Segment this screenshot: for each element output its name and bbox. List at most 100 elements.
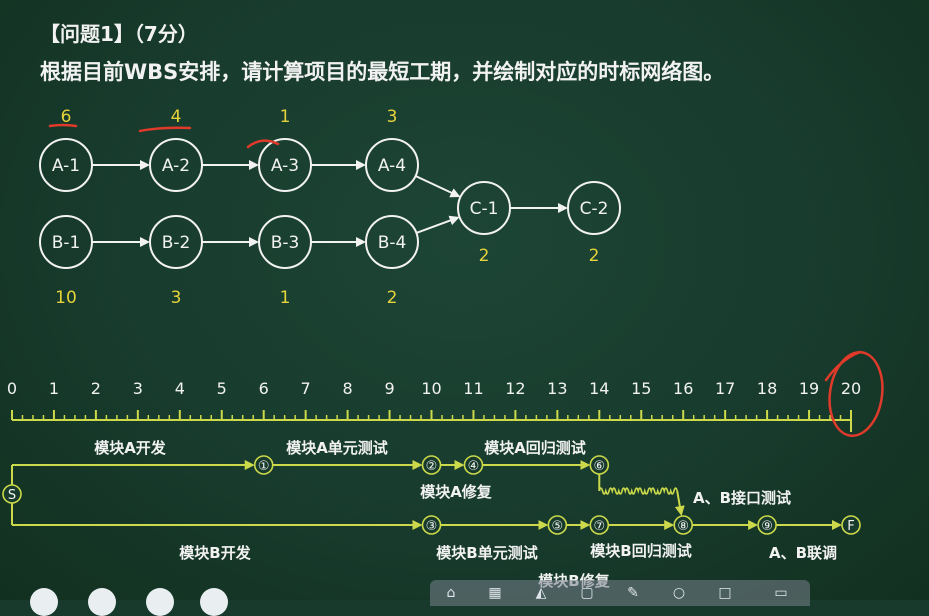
square-icon[interactable]: ▢ [580, 585, 594, 601]
node-duration: 3 [387, 107, 398, 127]
activity-label: 模块A修复 [420, 483, 493, 501]
activity-ab-interface-arrow [674, 490, 685, 516]
square-icon-2[interactable]: □ [718, 585, 732, 601]
page-icon[interactable]: ▭ [774, 585, 788, 601]
activity-label: 模块A回归测试 [484, 439, 586, 457]
network-edges [92, 160, 568, 247]
timeline-node-circle [757, 515, 777, 535]
question-subtitle: 根据目前WBS安排，请计算项目的最短工期，并绘制对应的时标网络图。 [40, 60, 725, 84]
underline-4 [138, 126, 192, 133]
timeline-node-label: F [847, 519, 854, 534]
node-duration: 3 [171, 288, 182, 308]
timeline-node-circle [841, 515, 861, 535]
node-b-4: B-4 2 [365, 215, 419, 308]
timeline-node-label: ⑥ [593, 459, 605, 474]
timeline-node: ⑧ [673, 515, 694, 535]
clear-tool-icon[interactable] [146, 588, 174, 616]
eraser-tool-icon[interactable] [88, 588, 116, 616]
scale-label: 4 [175, 379, 185, 398]
node-label: C-1 [470, 199, 499, 219]
timeline-node: ⑨ [757, 515, 777, 535]
shape-icon[interactable]: ◭ [535, 585, 547, 601]
timeline-node: ④ [463, 455, 484, 475]
node-duration: 2 [589, 246, 600, 266]
underline-1 [246, 139, 280, 149]
scale-label: 14 [589, 379, 609, 398]
underline-6 [48, 123, 78, 128]
node-duration: 6 [61, 107, 72, 127]
node-a-2: A-2 4 [149, 107, 203, 192]
activity-label: 模块B单元测试 [436, 544, 537, 562]
timeline-node-label: ⑨ [761, 519, 773, 534]
timeline-node: F [841, 515, 861, 535]
scale-label: 9 [384, 379, 394, 398]
timeline-node: S [2, 484, 22, 504]
node-duration: 2 [387, 288, 398, 308]
circle-icon[interactable]: ○ [672, 585, 686, 601]
timeline-node-label: ④ [468, 459, 480, 474]
pen-icon[interactable]: ✎ [627, 585, 639, 601]
node-label: A-2 [162, 156, 190, 176]
scale-label: 15 [631, 379, 651, 398]
scale-label: 3 [133, 379, 143, 398]
scale-label: 5 [217, 379, 227, 398]
node-b-3: B-3 1 [258, 215, 312, 308]
scale-label: 16 [673, 379, 693, 398]
timeline-node-label: ⑦ [593, 519, 605, 534]
timeline-node-circle [253, 455, 274, 475]
circle-20-mark [828, 351, 884, 437]
presentation-toolbar[interactable]: ⌂ ▦ ◭ ▢ ✎ ○ □ ▭ [430, 580, 810, 606]
scale-label: 1 [49, 379, 59, 398]
scale-label: 7 [301, 379, 311, 398]
timeline-node: ② [421, 455, 442, 475]
node-circle [567, 181, 621, 235]
scale-label: 19 [799, 379, 819, 398]
timeline-node: ③ [421, 515, 442, 535]
timeline-node-circle [421, 515, 442, 535]
edge-B-4-C-1 [416, 215, 460, 234]
scale-label: 18 [757, 379, 777, 398]
node-duration: 4 [171, 107, 182, 127]
activity-label: A、B接口测试 [693, 489, 791, 507]
timeline-node-circle [589, 455, 610, 475]
chalkboard [0, 0, 929, 600]
node-label: A-3 [271, 156, 299, 176]
network-diagram: A-16A-24A-31A-43B-110B-23B-31B-42C-12C-2… [2, 107, 884, 590]
node-label: B-4 [378, 233, 407, 253]
activity-label: A、B联调 [769, 544, 837, 562]
home-icon[interactable]: ⌂ [446, 585, 456, 601]
scale-label: 17 [715, 379, 735, 398]
grid-icon[interactable]: ▦ [488, 585, 502, 601]
node-label: C-2 [580, 199, 609, 219]
settings-tool-icon[interactable] [200, 588, 228, 616]
node-circle [39, 138, 93, 192]
scale-label: 2 [91, 379, 101, 398]
timeline-node: ① [253, 455, 274, 475]
scale-label: 8 [343, 379, 353, 398]
timeline-node-label: S [8, 488, 16, 503]
timeline-node-label: ② [426, 459, 438, 474]
node-duration: 1 [280, 288, 291, 308]
timeline-node: ⑥ [589, 455, 610, 475]
timeline-node-label: ⑤ [552, 519, 564, 534]
timeline-node-circle [421, 455, 442, 475]
timeline-node-circle [589, 515, 610, 535]
node-circle [39, 215, 93, 269]
timeline-node-circle [547, 515, 568, 535]
scale-label: 13 [547, 379, 567, 398]
node-label: B-3 [271, 233, 300, 253]
scale-label: 0 [7, 379, 17, 398]
scale-label: 10 [421, 379, 441, 398]
node-c-1: C-1 2 [457, 181, 511, 266]
node-label: B-2 [162, 233, 191, 253]
node-b-1: B-110 [39, 215, 93, 308]
timeline-node-circle [673, 515, 694, 535]
node-duration: 2 [479, 246, 490, 266]
timeline-node-label: ⑧ [677, 519, 689, 534]
pen-tool-icon[interactable] [30, 588, 58, 616]
activity-ab-interface-free-float [598, 487, 678, 495]
scale-label: 12 [505, 379, 525, 398]
node-duration: 10 [55, 288, 77, 308]
edge-A-4-C-1 [415, 175, 461, 198]
